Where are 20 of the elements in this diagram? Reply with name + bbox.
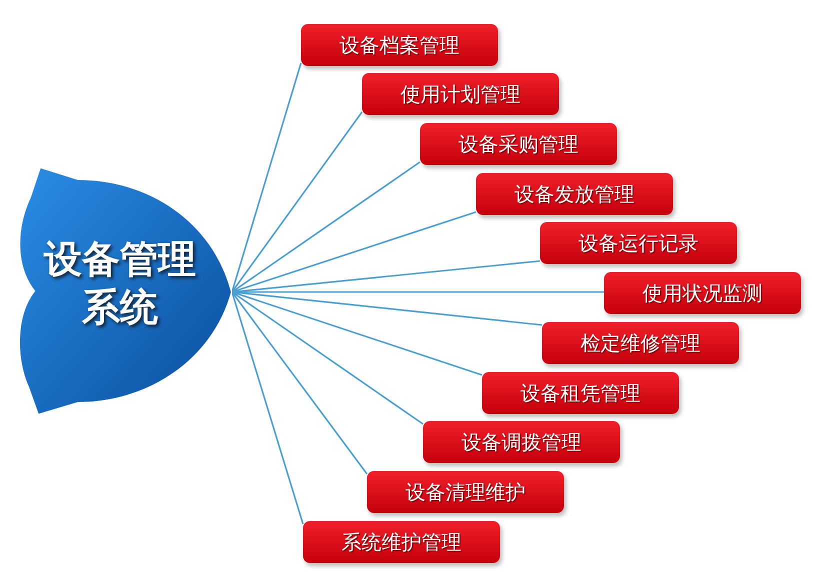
- module-box: 设备运行记录: [540, 222, 737, 264]
- connector-line: [232, 291, 482, 376]
- module-box: 设备清理维护: [367, 471, 564, 513]
- connector-line: [232, 161, 420, 293]
- connector-line: [231, 62, 302, 292]
- module-box: 设备档案管理: [301, 24, 498, 66]
- title-text: 设备管理系统: [42, 236, 197, 331]
- module-box: 设备发放管理: [476, 173, 673, 215]
- module-box: 使用计划管理: [362, 73, 559, 115]
- module-box: 使用状况监测: [604, 272, 801, 314]
- module-box: 检定维修管理: [542, 322, 739, 364]
- module-box: 设备采购管理: [420, 123, 617, 165]
- module-box: 系统维护管理: [303, 521, 500, 563]
- connector-line: [231, 112, 363, 292]
- connector-line: [232, 211, 476, 293]
- module-box: 设备租凭管理: [482, 372, 679, 414]
- connector-line: [231, 292, 368, 474]
- connector-line: [232, 291, 424, 425]
- connector-line: [231, 292, 304, 524]
- module-box: 设备调拨管理: [423, 421, 620, 463]
